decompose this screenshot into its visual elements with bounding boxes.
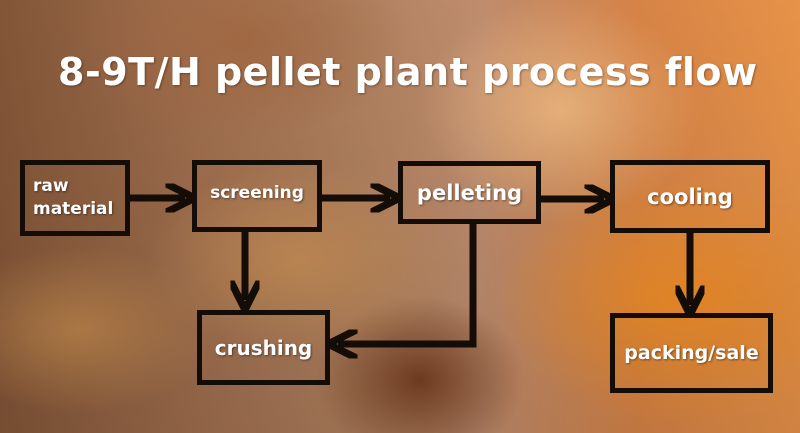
page-title: 8-9T/H pellet plant process flow xyxy=(58,50,758,94)
node-raw-material-line2: material xyxy=(33,199,114,219)
node-packing-sale: packing/sale xyxy=(610,313,773,393)
node-raw-material-line1: raw xyxy=(33,176,69,197)
node-screening-label: screening xyxy=(210,183,304,203)
arrow-pelleting-to-crushing xyxy=(338,224,477,344)
node-cooling-label: cooling xyxy=(647,184,733,209)
node-pelleting-label: pelleting xyxy=(416,180,523,205)
node-pelleting: pelleting xyxy=(398,161,541,224)
node-packing-sale-label: packing/sale xyxy=(624,342,759,364)
node-crushing: crushing xyxy=(197,310,330,385)
node-raw-material: raw material xyxy=(20,160,130,236)
node-crushing-label: crushing xyxy=(214,335,313,360)
node-screening: screening xyxy=(192,160,322,232)
node-cooling: cooling xyxy=(610,160,770,233)
